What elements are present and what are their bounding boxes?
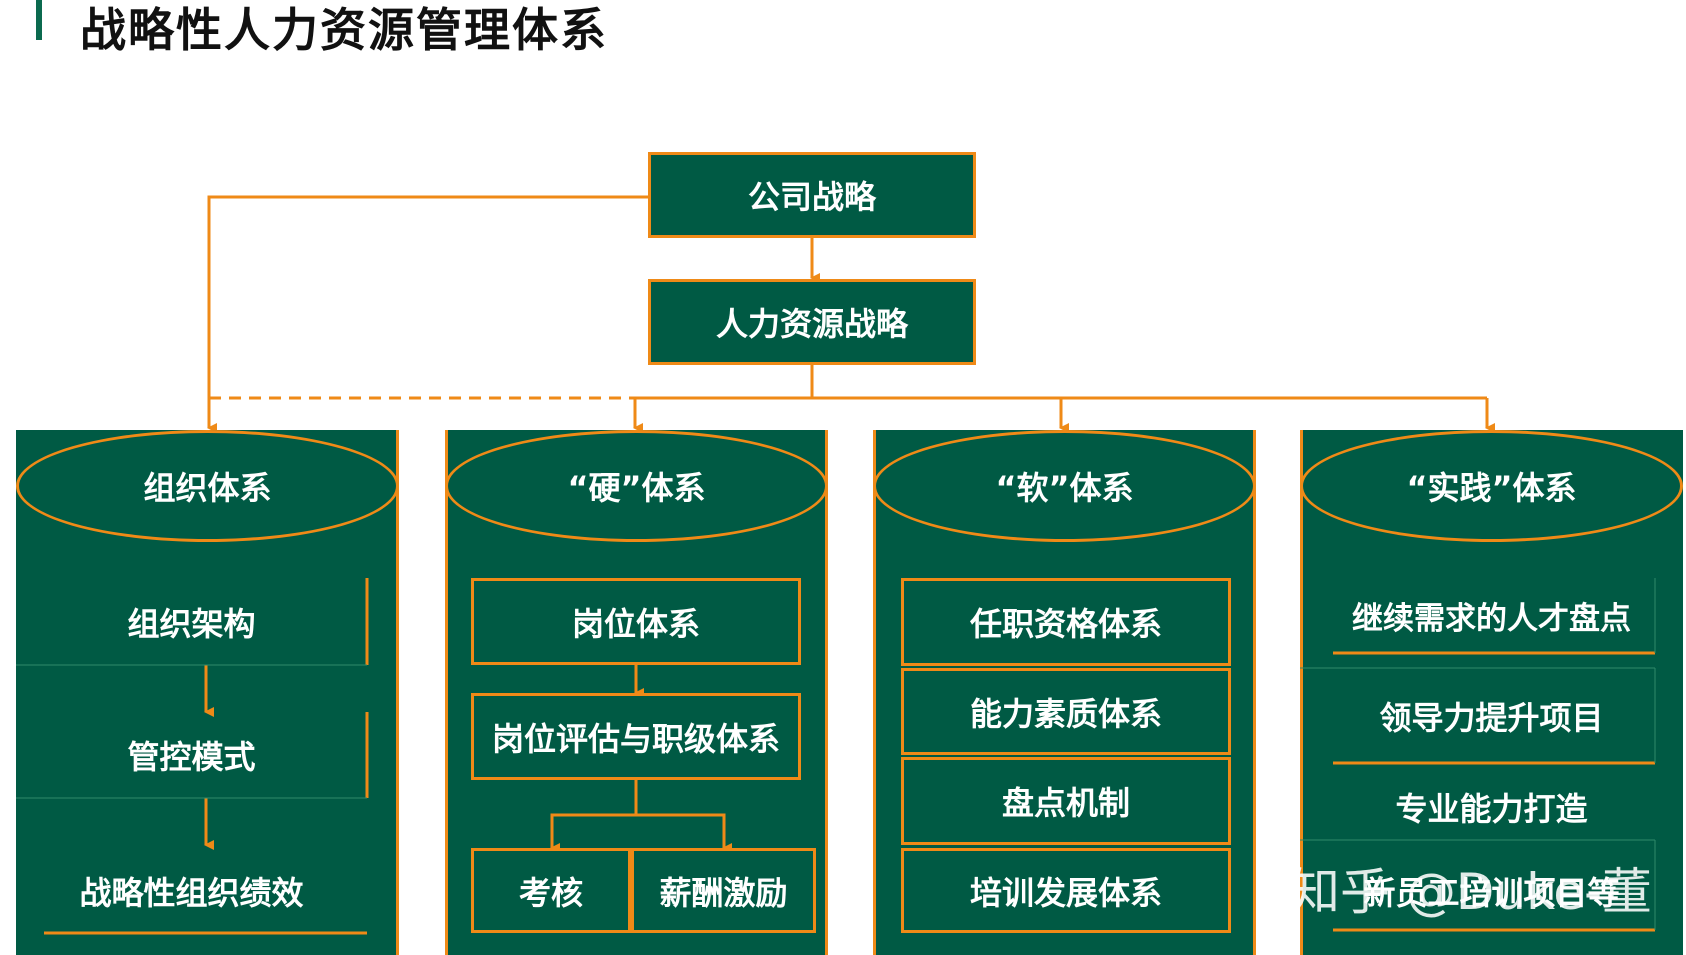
practice-header-label: “实践”体系 <box>1406 469 1577 507</box>
org-header-label: 组织体系 <box>143 469 272 507</box>
hard-header: “硬”体系 <box>445 430 828 542</box>
soft-item-review: 盘点机制 <box>901 757 1231 845</box>
practice-header: “实践”体系 <box>1300 430 1683 542</box>
org-item-structure: 组织架构 <box>127 604 256 643</box>
company-strategy-box: 公司战略 <box>648 152 976 238</box>
hard-item-evaluation: 岗位评估与职级体系 <box>471 693 801 780</box>
soft-item-qualification: 任职资格体系 <box>901 578 1231 666</box>
practice-item-leadership: 领导力提升项目 <box>1379 698 1604 737</box>
soft-header: “软”体系 <box>873 430 1256 542</box>
practice-item-professional: 专业能力打造 <box>1395 790 1588 828</box>
hard-sub-compensation: 薪酬激励 <box>631 848 816 933</box>
hr-strategy-label: 人力资源战略 <box>715 305 908 343</box>
org-header: 组织体系 <box>16 430 399 542</box>
watermark: 知乎 @Duke-董 <box>1290 863 1653 921</box>
hard-sub-assessment: 考核 <box>471 848 631 933</box>
company-strategy-label: 公司战略 <box>747 178 876 216</box>
hard-header-label: “硬”体系 <box>567 469 706 507</box>
soft-header-label: “软”体系 <box>995 469 1134 507</box>
title-accent-bar <box>36 0 42 40</box>
soft-item-training: 培训发展体系 <box>901 848 1231 933</box>
connector-strategy-to-org <box>207 195 650 433</box>
hr-strategy-box: 人力资源战略 <box>648 279 976 365</box>
org-item-control: 管控模式 <box>127 738 256 776</box>
practice-item-talent-review: 继续需求的人才盘点 <box>1352 601 1631 637</box>
soft-item-competency: 能力素质体系 <box>901 668 1231 755</box>
page-title: 战略性人力资源管理体系 <box>80 3 608 57</box>
org-item-performance: 战略性组织绩效 <box>79 873 304 912</box>
practice-item-onboarding: 新员工培训项目等 <box>1363 873 1620 912</box>
hard-item-position: 岗位体系 <box>471 578 801 665</box>
